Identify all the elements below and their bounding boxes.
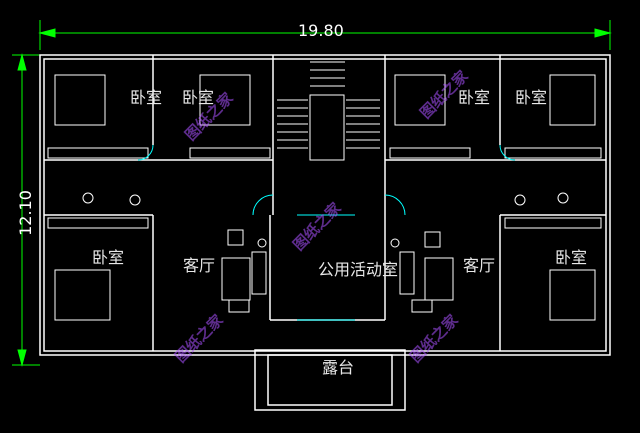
beds — [54, 74, 596, 321]
room-label-living-right: 客厅 — [463, 256, 496, 275]
room-label-public-room: 公用活动室 — [318, 260, 399, 279]
doors — [137, 144, 516, 321]
room-label-bedroom-top-left-2: 卧室 — [182, 88, 215, 107]
room-label-bedroom-top-right-2: 卧室 — [515, 88, 548, 107]
sofas — [221, 229, 454, 313]
room-label-living-left: 客厅 — [183, 256, 216, 275]
room-label-bedroom-bottom-right: 卧室 — [555, 248, 588, 267]
width-dimension-label: 19.80 — [298, 21, 344, 40]
room-label-bedroom-top-right: 卧室 — [458, 88, 491, 107]
closets — [47, 147, 602, 229]
room-label-bedroom-top-left: 卧室 — [130, 88, 163, 107]
dimension-lines — [12, 20, 612, 367]
height-dimension-label: 12.10 — [15, 190, 35, 236]
walls — [39, 54, 611, 411]
room-label-bedroom-bottom-left: 卧室 — [92, 248, 125, 267]
fixtures — [82, 192, 569, 248]
room-label-terrace: 露台 — [322, 358, 355, 377]
stairs — [277, 61, 380, 161]
